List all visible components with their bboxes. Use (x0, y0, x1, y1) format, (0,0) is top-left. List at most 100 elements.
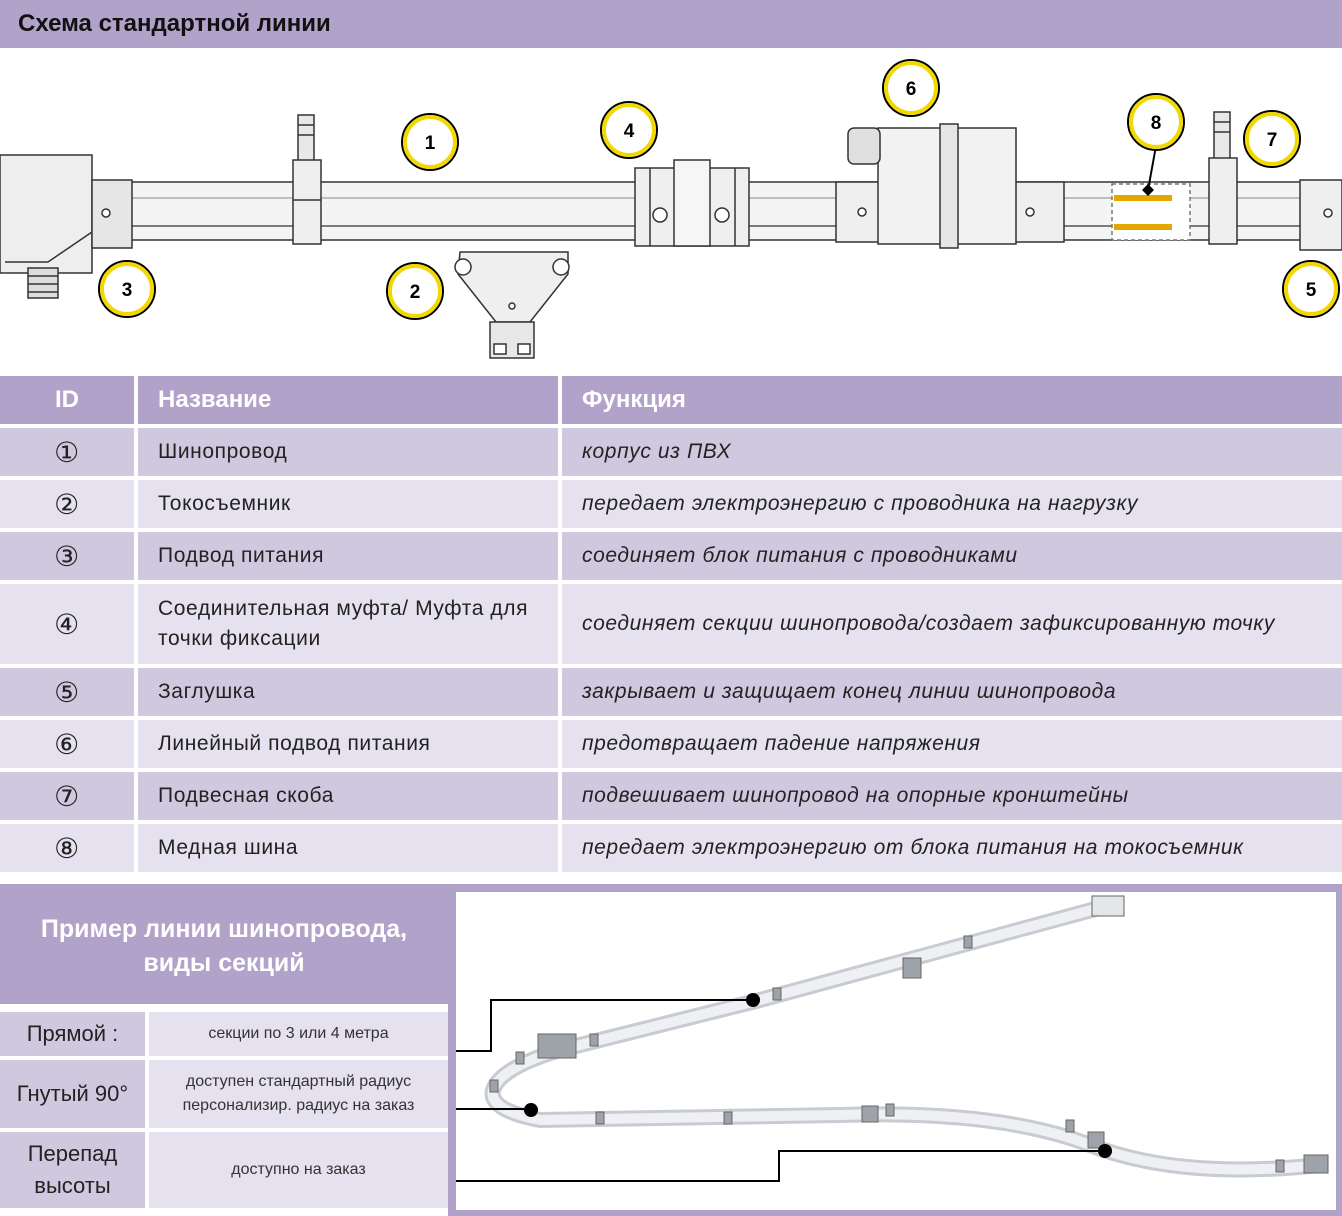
section-type-row: Прямой : секции по 3 или 4 метра (0, 1012, 448, 1060)
section-type-name: Прямой : (0, 1012, 149, 1060)
table-row: ① Шинопровод корпус из ПВХ (0, 428, 1342, 480)
row-function: подвешивает шинопровод на опорные кроншт… (562, 772, 1342, 824)
busbar-route-illustration (456, 895, 1329, 1182)
section-type-desc: доступен стандартный радиус персонализир… (149, 1060, 448, 1132)
callout-4: 4 (600, 101, 658, 159)
row-function: передает электроэнергию с проводника на … (562, 480, 1342, 532)
svg-text:1: 1 (425, 133, 436, 154)
row-id: ② (0, 480, 138, 532)
example-heading-box: Пример линии шинопровода, виды секций (0, 884, 448, 1004)
section-type-desc: доступно на заказ (149, 1132, 448, 1212)
row-function: корпус из ПВХ (562, 428, 1342, 480)
row-function: закрывает и защищает конец линии шинопро… (562, 668, 1342, 720)
copper-busbar-section (1111, 145, 1191, 241)
line-power-feed-unit (835, 123, 1065, 249)
example-title-line1: Пример линии шинопровода, (40, 915, 408, 943)
svg-text:3: 3 (122, 280, 133, 301)
joint-coupling-unit (634, 159, 750, 247)
route-hanger (723, 1111, 733, 1125)
row-id: ③ (0, 532, 138, 584)
row-name: Токосъемник (138, 480, 562, 532)
callout-8: 8 (1127, 93, 1185, 151)
route-hanger (1065, 1119, 1075, 1133)
table-row: ④ Соединительная муфта/ Муфта для точки … (0, 584, 1342, 668)
section-type-desc: секции по 3 или 4 метра (149, 1012, 448, 1060)
callout-2: 2 (386, 262, 444, 320)
components-table: ID Название Функция ① Шинопровод корпус … (0, 376, 1342, 876)
route-collector (902, 957, 922, 979)
route-hanger (595, 1111, 605, 1125)
section-type-desc-line: секции по 3 или 4 метра (208, 1025, 389, 1042)
row-id: ⑤ (0, 668, 138, 720)
row-id: ④ (0, 584, 138, 668)
route-endcap (1303, 1154, 1329, 1174)
svg-text:8: 8 (1151, 113, 1162, 134)
leader-height (456, 1150, 1105, 1182)
table-header-row: ID Название Функция (0, 376, 1342, 428)
leader-straight (456, 999, 753, 1052)
section-type-name: Перепад высоты (0, 1132, 149, 1212)
route-hanger (489, 1079, 499, 1093)
row-id: ⑦ (0, 772, 138, 824)
route-hanger (963, 935, 973, 949)
current-collector-unit (454, 251, 570, 359)
callout-6: 6 (882, 59, 940, 117)
callout-1: 1 (401, 113, 459, 171)
svg-text:4: 4 (624, 121, 635, 142)
table-row: ⑤ Заглушка закрывает и защищает конец ли… (0, 668, 1342, 720)
section-type-row: Гнутый 90° доступен стандартный радиус п… (0, 1060, 448, 1132)
example-title-line2: виды секций (143, 949, 305, 977)
section-type-row: Перепад высоты доступно на заказ (0, 1132, 448, 1212)
table-row: ⑦ Подвесная скоба подвешивает шинопровод… (0, 772, 1342, 824)
svg-text:6: 6 (906, 79, 917, 100)
hanger-clamp-right (1208, 111, 1238, 245)
table-row: ② Токосъемник передает электроэнергию с … (0, 480, 1342, 532)
end-cap-unit (1299, 179, 1342, 251)
row-id: ⑧ (0, 824, 138, 876)
header-id: ID (0, 376, 138, 428)
header-function: Функция (562, 376, 1342, 428)
hanger-clamp-left (292, 114, 322, 245)
power-feed-unit (0, 154, 133, 299)
section-type-desc-line: доступен стандартный радиус (185, 1073, 412, 1090)
row-name: Соединительная муфта/ Муфта для точки фи… (138, 584, 562, 668)
table-row: ⑥ Линейный подвод питания предотвращает … (0, 720, 1342, 772)
marker-height (1098, 1144, 1112, 1158)
row-name: Шинопровод (138, 428, 562, 480)
section-type-name: Гнутый 90° (0, 1060, 149, 1132)
row-name: Линейный подвод питания (138, 720, 562, 772)
row-name: Подвод питания (138, 532, 562, 584)
svg-text:7: 7 (1267, 130, 1278, 151)
callout-5: 5 (1282, 260, 1340, 318)
table-row: ⑧ Медная шина передает электроэнергию от… (0, 824, 1342, 876)
section-type-desc-line: доступно на заказ (231, 1161, 366, 1178)
header-name: Название (138, 376, 562, 428)
route-hanger (515, 1051, 525, 1065)
page-title: Схема стандартной линии (18, 10, 331, 37)
section-type-desc-line: персонализир. радиус на заказ (182, 1097, 415, 1114)
route-coupling (861, 1105, 879, 1123)
row-id: ⑥ (0, 720, 138, 772)
row-name: Медная шина (138, 824, 562, 876)
svg-text:2: 2 (410, 282, 421, 303)
section-types-table: Прямой : секции по 3 или 4 метра Гнутый … (0, 1012, 448, 1212)
section-type-name-line: высоты (34, 1173, 111, 1198)
route-feed-box (537, 1033, 577, 1059)
row-name: Заглушка (138, 668, 562, 720)
row-function: предотвращает падение напряжения (562, 720, 1342, 772)
callout-7: 7 (1243, 110, 1301, 168)
title-bar: Схема стандартной линии (0, 0, 1342, 48)
route-hanger (772, 987, 782, 1001)
route-hanger (885, 1103, 895, 1117)
route-hanger (1275, 1159, 1285, 1173)
route-end-box (1091, 895, 1125, 917)
table-row: ③ Подвод питания соединяет блок питания … (0, 532, 1342, 584)
callout-3: 3 (98, 260, 156, 318)
busbar-schematic: 1 2 3 4 5 6 7 8 (0, 59, 1342, 359)
row-function: соединяет блок питания с проводниками (562, 532, 1342, 584)
svg-text:5: 5 (1306, 280, 1317, 301)
route-hanger (589, 1033, 599, 1047)
marker-straight (746, 993, 760, 1007)
row-id: ① (0, 428, 138, 480)
marker-bent (524, 1103, 538, 1117)
